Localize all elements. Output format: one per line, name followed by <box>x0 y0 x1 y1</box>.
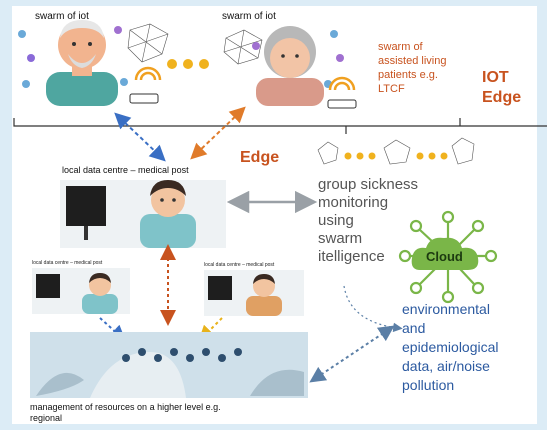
local-data-centre-small-right <box>204 270 304 316</box>
cloud-shape <box>411 237 479 270</box>
local-data-centre-image <box>60 180 226 248</box>
swarm-chain <box>317 137 475 165</box>
label-cloud: Cloud <box>426 249 463 264</box>
arrow-small-right-to-management <box>198 317 223 342</box>
label-assisted-living: swarm of assisted living patients e.g. L… <box>378 41 447 95</box>
router-icon-right <box>327 76 357 109</box>
label-swarm-of-iot-right: swarm of iot <box>222 11 276 22</box>
label-local-data-centre-small-left: local data centre – medical post <box>32 260 103 266</box>
label-local-data-centre: local data centre – medical post <box>62 165 189 175</box>
iot-bracket <box>13 118 547 127</box>
label-group-sickness-monitoring: group sickness monitoring using swarm it… <box>318 176 419 265</box>
swarm-network-icon-left <box>127 23 169 63</box>
label-management-of-resources: management of resources on a higher leve… <box>30 402 221 423</box>
label-swarm-of-iot-left: swarm of iot <box>35 11 89 22</box>
arrow-small-left-to-management <box>99 317 126 342</box>
elderly-woman-figure <box>256 26 324 106</box>
arrow-management-to-cloud <box>309 325 395 383</box>
arrow-iot-to-local <box>114 112 166 162</box>
connection-dots-top <box>167 59 209 69</box>
arrow-assisted-to-local <box>190 106 246 160</box>
swarm-network-icon-right <box>223 29 263 65</box>
iot-sensor-icons-left <box>18 26 128 88</box>
arrow-monitoring-to-environmental <box>343 285 403 333</box>
label-edge: Edge <box>240 149 280 166</box>
label-iot-edge: IOT Edge <box>482 69 522 106</box>
router-icon-left <box>129 66 162 104</box>
label-environmental-data: environmental and epidemiological data, … <box>402 301 499 393</box>
label-local-data-centre-small-right: local data centre – medical post <box>204 262 275 268</box>
management-image <box>30 332 308 398</box>
elderly-man-figure <box>46 20 118 106</box>
local-data-centre-small-left <box>32 268 130 314</box>
